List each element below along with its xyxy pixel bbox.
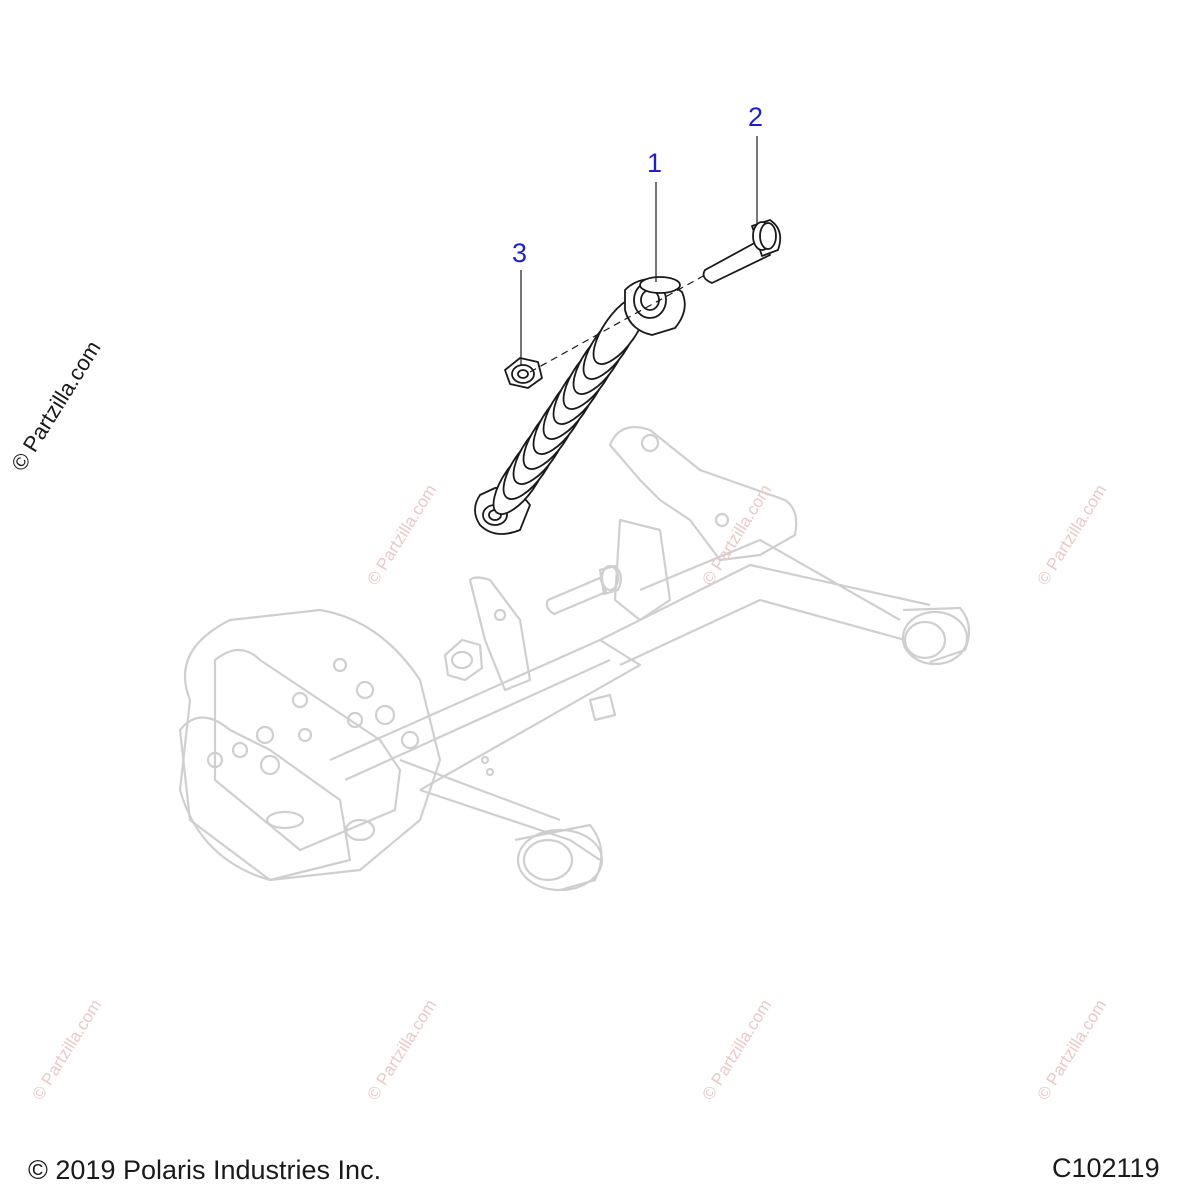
lower-mount-bolt (545, 564, 622, 616)
callout-1-number: 1 (647, 148, 663, 178)
shock-absorber (474, 276, 686, 535)
swing-arm-frame (178, 426, 971, 892)
copyright-notice: © 2019 Polaris Industries Inc. (28, 1155, 382, 1185)
lower-mount-nut (443, 638, 484, 682)
alignment-axis (529, 274, 706, 373)
callout-3-number: 3 (512, 238, 528, 268)
figure-code: C102119 (1052, 1153, 1160, 1183)
mounting-bolt (702, 219, 782, 284)
callout-2-number: 2 (748, 102, 764, 132)
flange-nut (504, 357, 543, 389)
